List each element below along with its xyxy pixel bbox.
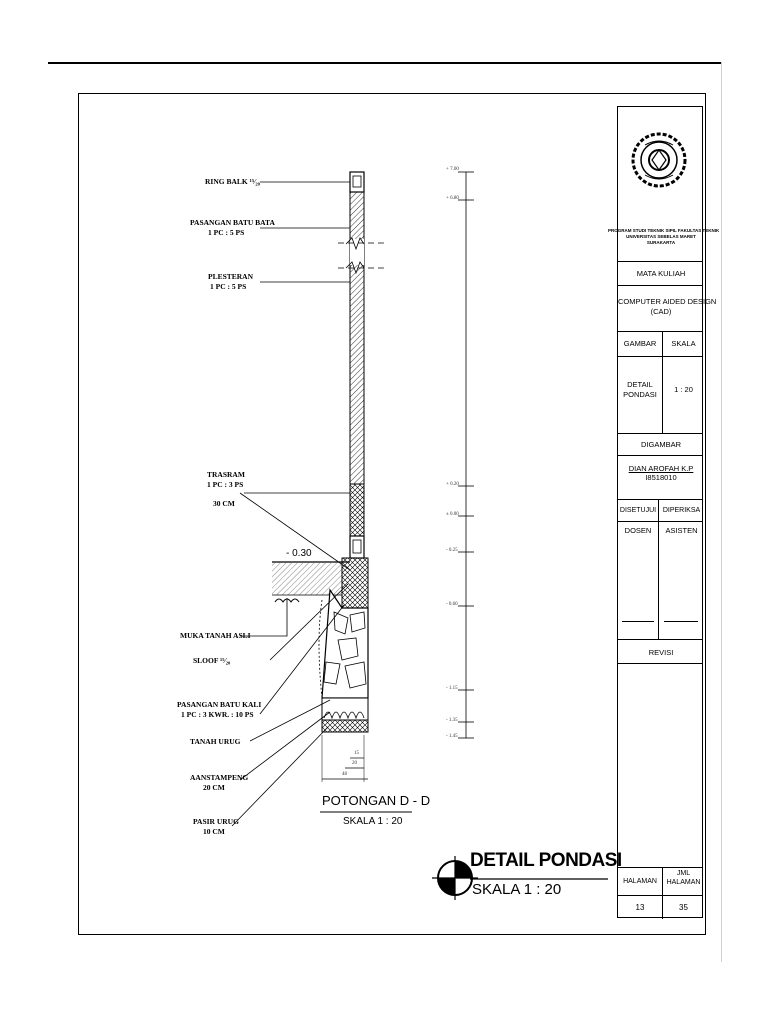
title-block-revisi-row bbox=[618, 639, 702, 663]
label-sand-fill-line1: PASIR URUG bbox=[193, 817, 239, 826]
author-nim: I8518010 bbox=[645, 473, 677, 482]
label-plaster-line1: PLESTERAN bbox=[208, 272, 254, 281]
elevation-label: - 1.35 bbox=[446, 718, 458, 723]
page-top-rule bbox=[48, 62, 722, 64]
label-sloof: SLOOF ¹⁵⁄₂₀ bbox=[193, 656, 231, 665]
trasram-zone bbox=[349, 483, 365, 537]
asisten-label: ASISTEN bbox=[665, 526, 698, 535]
title-block-digambar-row bbox=[618, 433, 702, 455]
elevation-label: + 6.80 bbox=[446, 196, 459, 201]
label-trasram-line3: 30 CM bbox=[213, 499, 235, 508]
mata-kuliah-label: MATA KULIAH bbox=[636, 269, 686, 278]
gambar-label: GAMBAR bbox=[623, 339, 657, 348]
section-title: POTONGAN D - D bbox=[322, 793, 431, 808]
elevation-ruler bbox=[458, 171, 474, 739]
page-number: 13 bbox=[635, 903, 645, 912]
drawing-scale: SKALA 1 : 20 bbox=[472, 881, 562, 898]
title-block-revisi-area bbox=[618, 663, 702, 867]
elevation-label: - 1.15 bbox=[446, 686, 458, 691]
institution-line1: PROGRAM STUDI TEKNIK SIPIL FAKULTAS TEKN… bbox=[608, 228, 720, 233]
drawing-sheet-border bbox=[78, 93, 706, 935]
diperiksa-label: DIPERIKSA bbox=[662, 507, 701, 514]
title-block-signature-row bbox=[618, 521, 702, 639]
jml-halaman-line1: JML bbox=[676, 870, 691, 877]
sloof-beam bbox=[341, 535, 369, 609]
label-river-stone-line1: PASANGAN BATU KALI bbox=[177, 700, 262, 709]
title-block-divider bbox=[662, 867, 663, 919]
label-fill-soil: TANAH URUG bbox=[190, 737, 241, 746]
title-block-page-values bbox=[618, 895, 702, 919]
dimension-48: 48 bbox=[342, 772, 347, 777]
leader-lines bbox=[231, 181, 351, 827]
label-ground-level: - 0.30 bbox=[286, 548, 312, 559]
label-brick-wall-line2: 1 PC : 5 PS bbox=[208, 228, 245, 237]
label-river-stone-line2: 1 PC : 3 KWR. : 10 PS bbox=[181, 710, 254, 719]
revisi-label: REVISI bbox=[648, 648, 674, 657]
title-block-course-header bbox=[618, 261, 702, 285]
elevation-label: - 0.60 bbox=[446, 602, 458, 607]
title-block-gambar-row bbox=[618, 331, 702, 356]
label-trasram-line1: TRASRAM bbox=[207, 470, 245, 479]
scale-value: 1 : 20 bbox=[674, 385, 693, 394]
label-ring-balk: RING BALK ¹⁵⁄₂₀ bbox=[205, 177, 260, 186]
dimension-20: 20 bbox=[352, 761, 357, 766]
title-block-approval-row bbox=[618, 499, 702, 521]
label-sand-fill-line2: 10 CM bbox=[203, 827, 225, 836]
elevation-label: - 0.25 bbox=[446, 548, 458, 553]
elevation-label: + 7.00 bbox=[446, 167, 459, 172]
course-name-line1: COMPUTER AIDED DESIGN bbox=[618, 297, 717, 306]
label-trasram-line2: 1 PC : 3 PS bbox=[207, 480, 244, 489]
title-block: PROGRAM STUDI TEKNIK SIPIL FAKULTAS TEKN… bbox=[608, 106, 719, 919]
asisten-signature-line bbox=[664, 621, 698, 622]
title-block-page-header bbox=[618, 867, 702, 895]
dimension-lines bbox=[321, 735, 368, 782]
halaman-label: HALAMAN bbox=[623, 878, 657, 885]
section-mark-symbol bbox=[432, 856, 478, 900]
disetujui-label: DISETUJUI bbox=[619, 507, 657, 514]
brick-wall bbox=[338, 171, 388, 485]
title-block-divider bbox=[662, 331, 663, 433]
label-original-ground: MUKA TANAH ASLI bbox=[180, 631, 251, 640]
digambar-label: DIGAMBAR bbox=[640, 440, 681, 449]
author-name: DIAN AROFAH K.P bbox=[628, 464, 694, 473]
page-side-rule bbox=[721, 62, 722, 962]
drawing-name-line2: PONDASI bbox=[623, 390, 657, 399]
jml-halaman-line2: HALAMAN bbox=[666, 879, 701, 886]
drawing-title: DETAIL PONDASI bbox=[470, 850, 622, 871]
title-block-divider bbox=[658, 499, 659, 639]
elevation-label: + 0.20 bbox=[446, 482, 459, 487]
elevation-label: - 1.45 bbox=[446, 734, 458, 739]
dosen-label: DOSEN bbox=[624, 526, 652, 535]
title-block-course bbox=[618, 285, 702, 331]
sand-layer bbox=[321, 719, 369, 733]
label-aanstamping-line1: AANSTAMPENG bbox=[190, 773, 249, 782]
title-block-drawing-row bbox=[618, 356, 702, 433]
university-logo bbox=[631, 132, 687, 188]
soil-profile bbox=[272, 561, 350, 603]
river-stone-foundation bbox=[318, 588, 369, 699]
elevation-label: ± 0.00 bbox=[446, 512, 459, 517]
aanstamping-layer bbox=[321, 697, 369, 721]
label-aanstamping-line2: 20 CM bbox=[203, 783, 225, 792]
label-plaster-line2: 1 PC : 5 PS bbox=[210, 282, 247, 291]
institution-line3: SURAKARTA bbox=[646, 240, 676, 245]
dimension-15: 15 bbox=[354, 751, 359, 756]
course-name-line2: (CAD) bbox=[650, 307, 672, 316]
total-pages: 35 bbox=[679, 903, 688, 912]
drawing-name-line1: DETAIL bbox=[627, 380, 653, 389]
label-brick-wall-line1: PASANGAN BATU BATA bbox=[190, 218, 275, 227]
skala-label: SKALA bbox=[671, 339, 696, 348]
institution-line2: UNIVERSITAS SEBELAS MARET bbox=[626, 234, 696, 239]
section-scale: SKALA 1 : 20 bbox=[343, 816, 403, 827]
title-block-author-row bbox=[618, 455, 702, 499]
dosen-signature-line bbox=[622, 621, 654, 622]
